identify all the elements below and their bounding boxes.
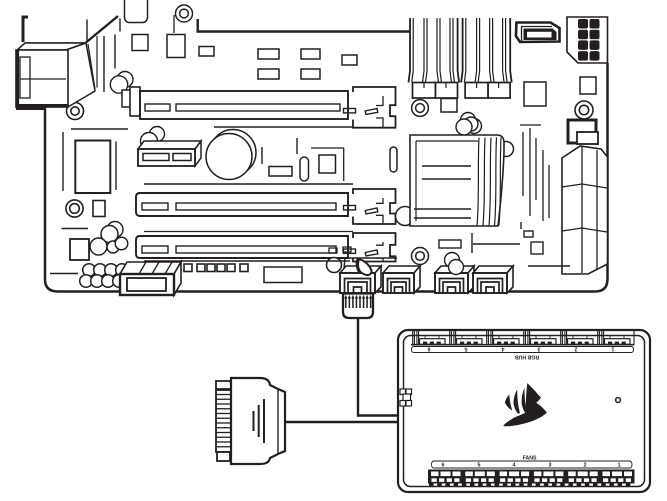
svg-text:4: 4 <box>502 346 505 352</box>
svg-text:1: 1 <box>612 346 615 352</box>
svg-text:3: 3 <box>549 463 552 469</box>
svg-text:5: 5 <box>478 463 481 469</box>
svg-text:RGB HUB: RGB HUB <box>515 354 539 360</box>
svg-text:2: 2 <box>575 346 578 352</box>
svg-text:3: 3 <box>538 346 541 352</box>
svg-text:FANS: FANS <box>523 455 537 461</box>
svg-text:6: 6 <box>428 346 431 352</box>
svg-text:4: 4 <box>513 463 516 469</box>
svg-text:2: 2 <box>584 463 587 469</box>
svg-text:1: 1 <box>618 463 621 469</box>
svg-text:5: 5 <box>465 346 468 352</box>
svg-text:6: 6 <box>442 463 445 469</box>
